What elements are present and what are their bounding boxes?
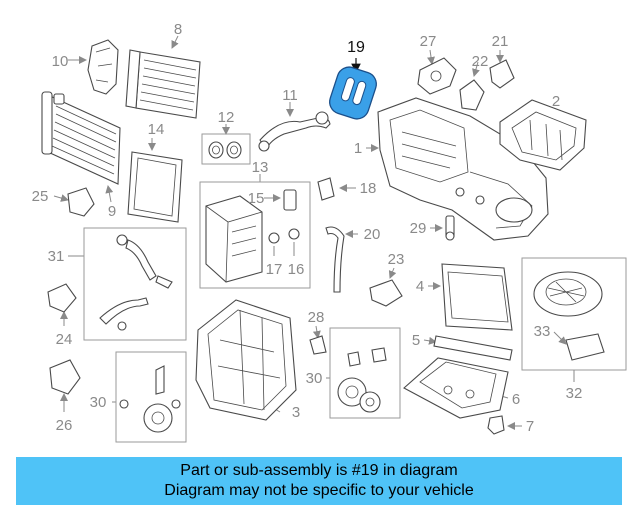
part-8-heater-core bbox=[125, 35, 201, 119]
callout-31: 31 bbox=[48, 248, 65, 265]
part-32-blower-kit bbox=[521, 257, 627, 382]
part-7-clip bbox=[487, 415, 522, 435]
callout-14: 14 bbox=[148, 121, 165, 138]
callout-29: 29 bbox=[410, 220, 427, 237]
callout-16: 16 bbox=[288, 261, 305, 278]
callout-10: 10 bbox=[52, 53, 69, 70]
callout-4: 4 bbox=[416, 278, 424, 295]
callout-5: 5 bbox=[412, 332, 420, 349]
callout-30-right: 30 bbox=[306, 370, 323, 387]
callout-3: 3 bbox=[292, 404, 300, 421]
callout-24: 24 bbox=[56, 331, 73, 348]
callout-7: 7 bbox=[526, 418, 534, 435]
callout-15: 15 bbox=[248, 190, 265, 207]
banner-line-1: Part or sub-assembly is #19 in diagram bbox=[180, 462, 458, 479]
callout-32: 32 bbox=[566, 385, 583, 402]
part-3-lower-case bbox=[195, 299, 297, 421]
part-14-filter bbox=[127, 138, 183, 223]
callout-11: 11 bbox=[282, 87, 298, 104]
part-29-sensor bbox=[430, 215, 455, 241]
part-13-kit bbox=[199, 174, 311, 289]
callout-19[interactable]: 19 bbox=[347, 39, 365, 56]
callout-27: 27 bbox=[420, 33, 437, 50]
callout-2: 2 bbox=[552, 93, 560, 110]
part-5-seal bbox=[423, 335, 513, 361]
part-28-fitting bbox=[309, 325, 327, 355]
callout-20: 20 bbox=[364, 226, 381, 243]
part-21-actuator bbox=[489, 50, 515, 89]
callout-30-left: 30 bbox=[90, 394, 107, 411]
callout-12: 12 bbox=[218, 109, 235, 126]
part-19-gasket[interactable] bbox=[327, 58, 380, 122]
callout-28: 28 bbox=[308, 309, 325, 326]
part-26-bracket bbox=[49, 359, 81, 412]
part-22-actuator bbox=[459, 61, 485, 111]
callout-18: 18 bbox=[360, 180, 377, 197]
part-10-bracket bbox=[68, 39, 119, 95]
part-30-right-kit bbox=[326, 327, 401, 419]
part-27-actuator bbox=[417, 49, 457, 95]
callout-1: 1 bbox=[354, 140, 362, 157]
callout-33: 33 bbox=[534, 323, 551, 340]
part-6-lower-housing bbox=[403, 357, 509, 419]
part-9-evaporator bbox=[41, 91, 121, 203]
part-31-hose-kit bbox=[68, 227, 187, 341]
part-18-clip bbox=[317, 177, 356, 201]
callout-17: 17 bbox=[266, 261, 283, 278]
banner-line-2: Diagram may not be specific to your vehi… bbox=[164, 482, 474, 499]
part-23-resistor bbox=[369, 267, 403, 307]
callout-6: 6 bbox=[512, 391, 520, 408]
part-1-housing bbox=[366, 97, 549, 241]
part-2-distribution-housing bbox=[499, 99, 587, 171]
part-20-hose bbox=[325, 226, 358, 293]
part-12-seals bbox=[201, 124, 251, 165]
callout-21: 21 bbox=[492, 33, 509, 50]
callout-8: 8 bbox=[174, 21, 182, 38]
callout-22: 22 bbox=[472, 53, 489, 70]
part-25-bracket bbox=[53, 187, 95, 217]
callout-9: 9 bbox=[108, 203, 116, 220]
part-24-bracket bbox=[47, 283, 77, 326]
part-4-cabin-filter bbox=[428, 263, 513, 331]
callout-23: 23 bbox=[388, 251, 405, 268]
callout-25: 25 bbox=[32, 188, 49, 205]
callout-26: 26 bbox=[56, 417, 73, 434]
part-30-left-kit bbox=[112, 351, 187, 443]
info-banner: Part or sub-assembly is #19 in diagram D… bbox=[16, 457, 622, 505]
part-11-pipe bbox=[258, 102, 331, 152]
callout-13: 13 bbox=[252, 159, 269, 176]
